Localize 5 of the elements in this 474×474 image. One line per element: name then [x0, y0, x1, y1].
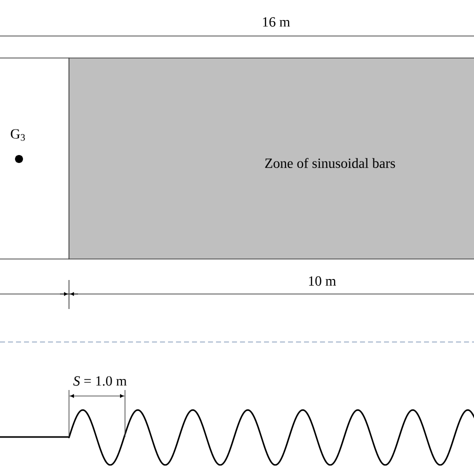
dimension-label: S = 1.0 m — [72, 375, 128, 387]
zone-box: Zone of sinusoidal bars — [68, 58, 474, 260]
dimension-label: 10 m — [306, 275, 338, 287]
dimension-label: 16 m — [260, 16, 292, 28]
zone-box: G$_{3}$ — [0, 58, 70, 260]
